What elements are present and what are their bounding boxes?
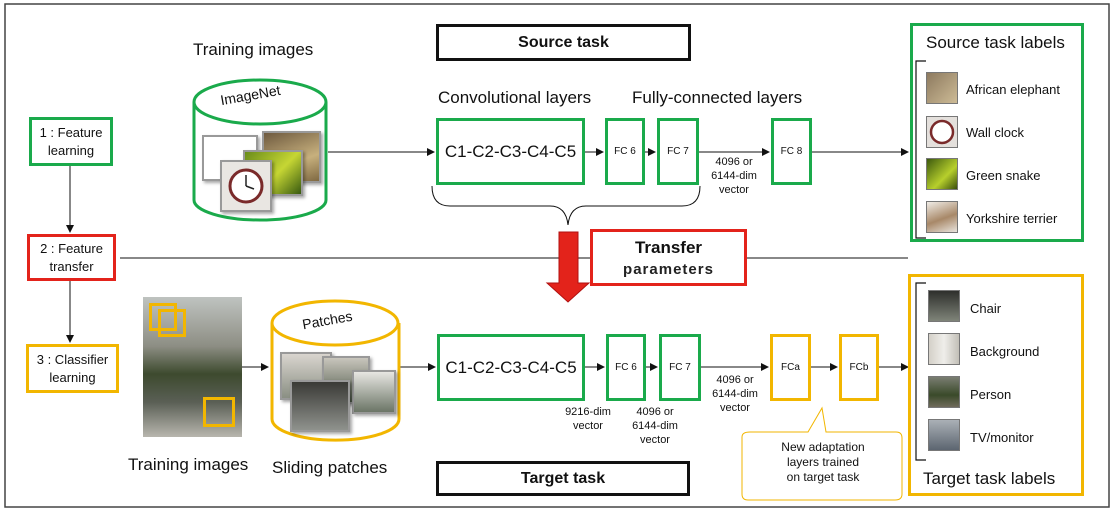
- source-label-1: Wall clock: [966, 125, 1025, 140]
- step2-label: 2 : Feature transfer: [40, 240, 103, 274]
- brace-transfer: [431, 185, 701, 226]
- target-task-box: Target task: [436, 461, 690, 496]
- transfer-arrow: [545, 231, 591, 303]
- patch-photo-3: [352, 370, 396, 414]
- step1-feature-learning: 1 : Feature learning: [29, 117, 113, 166]
- bottom-conv-box: C1-C2-C3-C4-C5: [437, 334, 585, 401]
- bottom-training-image: [143, 297, 242, 437]
- fcb-label: FCb: [849, 362, 869, 373]
- transfer-parameters-label: parameters: [623, 261, 714, 278]
- bottom-fc6-label: FC 6: [615, 362, 637, 373]
- snake-thumbnail: [926, 158, 958, 190]
- source-labels-bracket: [915, 60, 926, 239]
- top-fc6-label: FC 6: [614, 146, 636, 157]
- source-labels-panel: [910, 23, 1084, 242]
- target-label-2: Person: [970, 387, 1012, 402]
- target-task-label: Target task: [520, 469, 606, 487]
- fc-layers-heading: Fully-connected layers: [632, 88, 803, 107]
- step2-feature-transfer: 2 : Feature transfer: [27, 234, 116, 281]
- sliding-window-3: [203, 397, 235, 427]
- clock-thumbnail: [926, 116, 958, 148]
- bottom-fc6-box: FC 6: [606, 334, 646, 401]
- top-training-images-label: Training images: [193, 40, 314, 59]
- person-thumbnail: [928, 376, 960, 408]
- step1-label: 1 : Feature learning: [39, 124, 103, 158]
- outer-frame: [4, 3, 1110, 508]
- transfer-box: Transfer parameters: [590, 229, 747, 286]
- note-adapt-input: 4096 or 6144-dim vector: [712, 374, 758, 414]
- fcb-box: FCb: [839, 334, 879, 401]
- callout-text: New adaptation layers trained on target …: [781, 440, 865, 484]
- chair-thumbnail: [928, 290, 960, 322]
- source-labels-title: Source task labels: [926, 33, 1065, 52]
- tv-monitor-thumbnail: [928, 419, 960, 451]
- fca-box: FCa: [770, 334, 811, 401]
- target-label-1: Background: [970, 344, 1040, 359]
- bottom-training-images-label: Training images: [128, 455, 249, 474]
- transfer-label: Transfer: [634, 238, 703, 257]
- note-9216: 9216-dim vector: [565, 406, 611, 432]
- sliding-window-2: [158, 309, 186, 337]
- target-label-0: Chair: [970, 301, 1002, 316]
- clock-icon: [228, 168, 264, 204]
- callout-bubble: [741, 406, 903, 501]
- top-vector-note: 4096 or 6144-dim vector: [711, 156, 757, 196]
- wall-clock-icon: [929, 119, 955, 145]
- target-labels-title: Target task labels: [923, 469, 1056, 488]
- elephant-thumbnail: [926, 72, 958, 104]
- bottom-conv-label: C1-C2-C3-C4-C5: [445, 357, 577, 377]
- top-fc6-box: FC 6: [605, 118, 645, 185]
- source-label-2: Green snake: [966, 168, 1041, 183]
- step3-classifier-learning: 3 : Classifier learning: [26, 344, 119, 393]
- note-fc7-output: 4096 or 6144-dim vector: [632, 406, 678, 446]
- bottom-fc7-label: FC 7: [669, 362, 691, 373]
- sliding-patches-label: Sliding patches: [272, 458, 388, 477]
- sliding-window-1: [149, 303, 177, 331]
- source-task-label: Source task: [518, 33, 609, 51]
- background-thumbnail: [928, 333, 960, 365]
- top-fc7-label: FC 7: [667, 146, 689, 157]
- top-fc8-box: FC 8: [771, 118, 812, 185]
- top-fc8-label: FC 8: [780, 146, 803, 157]
- patch-photo-4: [290, 380, 350, 432]
- step3-label: 3 : Classifier learning: [36, 351, 109, 385]
- target-label-3: TV/monitor: [970, 430, 1034, 445]
- top-fc7-box: FC 7: [657, 118, 699, 185]
- imagenet-photo-clock: [220, 160, 272, 212]
- fca-label: FCa: [781, 362, 800, 373]
- source-label-0: African elephant: [966, 82, 1060, 97]
- target-labels-panel: [908, 274, 1084, 496]
- bottom-fc7-box: FC 7: [659, 334, 701, 401]
- terrier-thumbnail: [926, 201, 958, 233]
- source-task-box: Source task: [436, 24, 691, 61]
- top-conv-label: C1-C2-C3-C4-C5: [444, 141, 577, 161]
- conv-layers-heading: Convolutional layers: [438, 88, 592, 107]
- top-conv-box: C1-C2-C3-C4-C5: [436, 118, 585, 185]
- target-labels-bracket: [915, 282, 926, 461]
- source-label-3: Yorkshire terrier: [966, 211, 1058, 226]
